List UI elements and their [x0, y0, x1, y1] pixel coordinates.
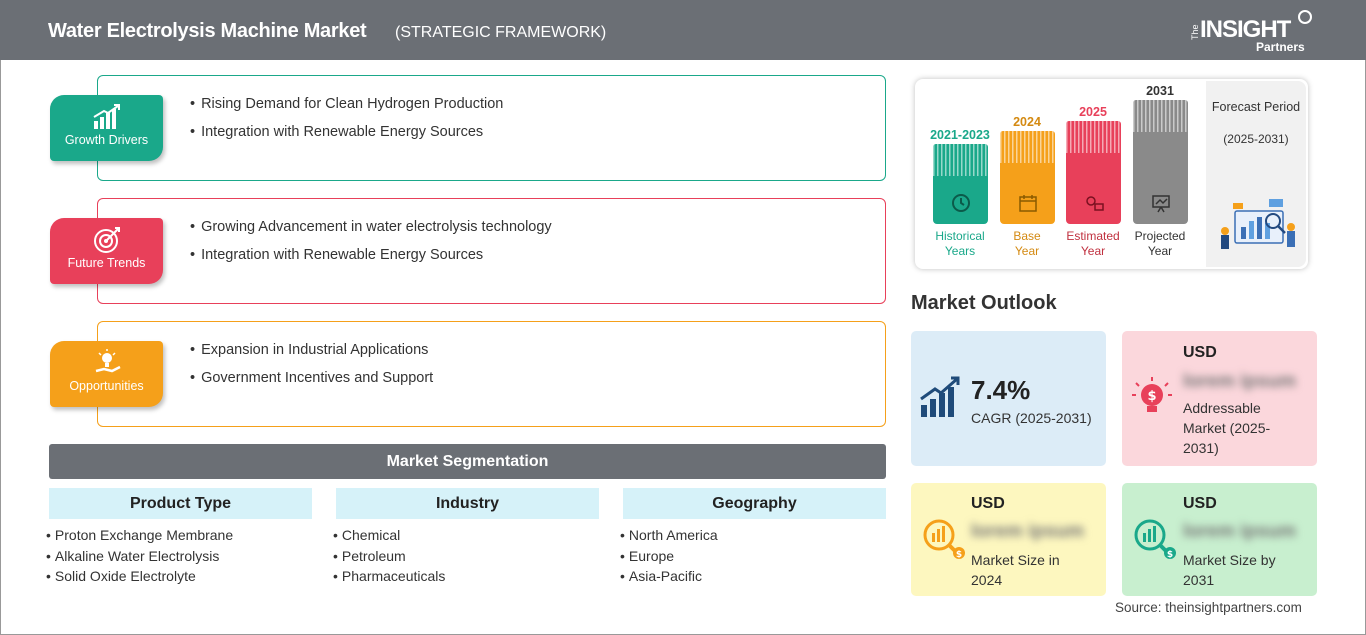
svg-text:$: $ — [1147, 389, 1156, 404]
logo-the-text: The — [1190, 24, 1200, 40]
future-trends-list: Growing Advancement in water electrolysi… — [190, 219, 552, 275]
page-title: Water Electrolysis Machine Market — [48, 20, 367, 42]
history-icon — [952, 194, 970, 212]
list-item: Rising Demand for Clean Hydrogen Product… — [190, 96, 503, 124]
list-item: Proton Exchange Membrane — [46, 527, 312, 548]
list-item: Solid Oxide Electrolyte — [46, 568, 312, 589]
list-item: Pharmaceuticals — [333, 568, 599, 589]
bar-historical — [933, 144, 988, 224]
page-subtitle: (STRATEGIC FRAMEWORK) — [395, 24, 607, 41]
estimate-icon — [1086, 196, 1104, 211]
bar-estimated — [1066, 121, 1121, 224]
growth-chart-icon — [92, 104, 120, 129]
opportunities-badge: Opportunities — [50, 341, 163, 407]
market-size-2024-tile: USD lorem ipsum $ Market Size in 2024 — [911, 483, 1106, 596]
logo-brand-text: INSIGHT — [1200, 16, 1291, 43]
list-item: Europe — [620, 548, 886, 569]
currency-label: USD — [1183, 344, 1217, 361]
cagr-label: CAGR (2025-2031) — [971, 410, 1092, 426]
presentation-icon — [1152, 195, 1170, 213]
future-trends-card: Growing Advancement in water electrolysi… — [97, 198, 886, 304]
year-label-projected: 2031 — [1146, 84, 1174, 98]
list-item: Alkaline Water Electrolysis — [46, 548, 312, 569]
segment-heading: Product Type — [49, 488, 312, 519]
blurred-value: lorem ipsum — [1183, 371, 1296, 392]
segment-heading: Geography — [623, 488, 886, 519]
cagr-tile: 7.4% CAGR (2025-2031) — [911, 331, 1106, 466]
opportunities-label: Opportunities — [69, 379, 144, 393]
growth-drivers-list: Rising Demand for Clean Hydrogen Product… — [190, 96, 503, 152]
market-segmentation-header: Market Segmentation — [49, 444, 886, 479]
segment-industry: Industry Chemical Petroleum Pharmaceutic… — [336, 488, 599, 589]
currency-label: USD — [1183, 495, 1217, 512]
list-item: Government Incentives and Support — [190, 370, 433, 398]
list-item: Asia-Pacific — [620, 568, 886, 589]
lightbulb-hand-icon — [95, 349, 121, 373]
svg-text:$: $ — [1167, 550, 1173, 560]
insight-partners-logo[interactable]: The INSIGHT Partners — [1190, 10, 1320, 54]
addressable-market-tile: USD lorem ipsum $ Addressable Market (20… — [1122, 331, 1317, 466]
segment-heading: Industry — [336, 488, 599, 519]
logo-bubble-icon — [1298, 10, 1312, 24]
list-item: Growing Advancement in water electrolysi… — [190, 219, 552, 247]
forecast-period-range: (2025-2031) — [1223, 132, 1289, 146]
list-item: North America — [620, 527, 886, 548]
header-bar: Water Electrolysis Machine Market (STRAT… — [0, 0, 1366, 60]
market-size-2031-label: Market Size by 2031 — [1183, 552, 1276, 588]
year-label-estimated: 2025 — [1079, 105, 1107, 119]
svg-text:$: $ — [956, 550, 962, 560]
opportunities-list: Expansion in Industrial Applications Gov… — [190, 342, 433, 398]
market-outlook-title: Market Outlook — [911, 292, 1057, 314]
timeline-panel: Forecast Period (2025-2031) 2021-2023 Hi… — [915, 79, 1308, 269]
year-label-base: 2024 — [1013, 115, 1041, 129]
opportunities-card: Expansion in Industrial Applications Gov… — [97, 321, 886, 427]
blurred-value: lorem ipsum — [971, 521, 1084, 542]
growth-drivers-badge: Growth Drivers — [50, 95, 163, 161]
growth-drivers-label: Growth Drivers — [64, 133, 149, 147]
market-size-2024-label: Market Size in 2024 — [971, 552, 1060, 588]
list-item: Petroleum — [333, 548, 599, 569]
market-size-2031-tile: USD lorem ipsum $ Market Size by 2031 — [1122, 483, 1317, 596]
blurred-value: lorem ipsum — [1183, 521, 1296, 542]
list-item: Integration with Renewable Energy Source… — [190, 247, 552, 275]
bar-projected — [1133, 100, 1188, 224]
segment-geography: Geography North America Europe Asia-Paci… — [623, 488, 886, 589]
growth-chart-icon — [920, 376, 960, 417]
list-item: Chemical — [333, 527, 599, 548]
magnifier-chart-icon: $ — [1134, 519, 1176, 560]
calendar-icon — [1019, 195, 1037, 212]
list-item: Expansion in Industrial Applications — [190, 342, 433, 370]
cagr-value: 7.4% — [971, 375, 1031, 405]
analytics-illustration-icon — [1221, 199, 1295, 249]
forecast-period-label: Forecast Period — [1211, 100, 1301, 114]
bar-base — [1000, 131, 1055, 224]
growth-drivers-card: Rising Demand for Clean Hydrogen Product… — [97, 75, 886, 181]
segment-product-type: Product Type Proton Exchange Membrane Al… — [49, 488, 312, 589]
list-item: Integration with Renewable Energy Source… — [190, 124, 503, 152]
currency-label: USD — [971, 495, 1005, 512]
future-trends-label: Future Trends — [67, 256, 146, 270]
magnifier-chart-icon: $ — [923, 519, 965, 560]
target-icon — [93, 227, 120, 253]
lightbulb-dollar-icon: $ — [1132, 377, 1172, 412]
year-label-historical: 2021-2023 — [930, 128, 990, 142]
future-trends-badge: Future Trends — [50, 218, 163, 284]
logo-partners-text: Partners — [1256, 40, 1305, 54]
addressable-market-label: Addressable Market (2025-2031) — [1183, 400, 1271, 456]
source-citation: Source: theinsightpartners.com — [1115, 600, 1302, 615]
